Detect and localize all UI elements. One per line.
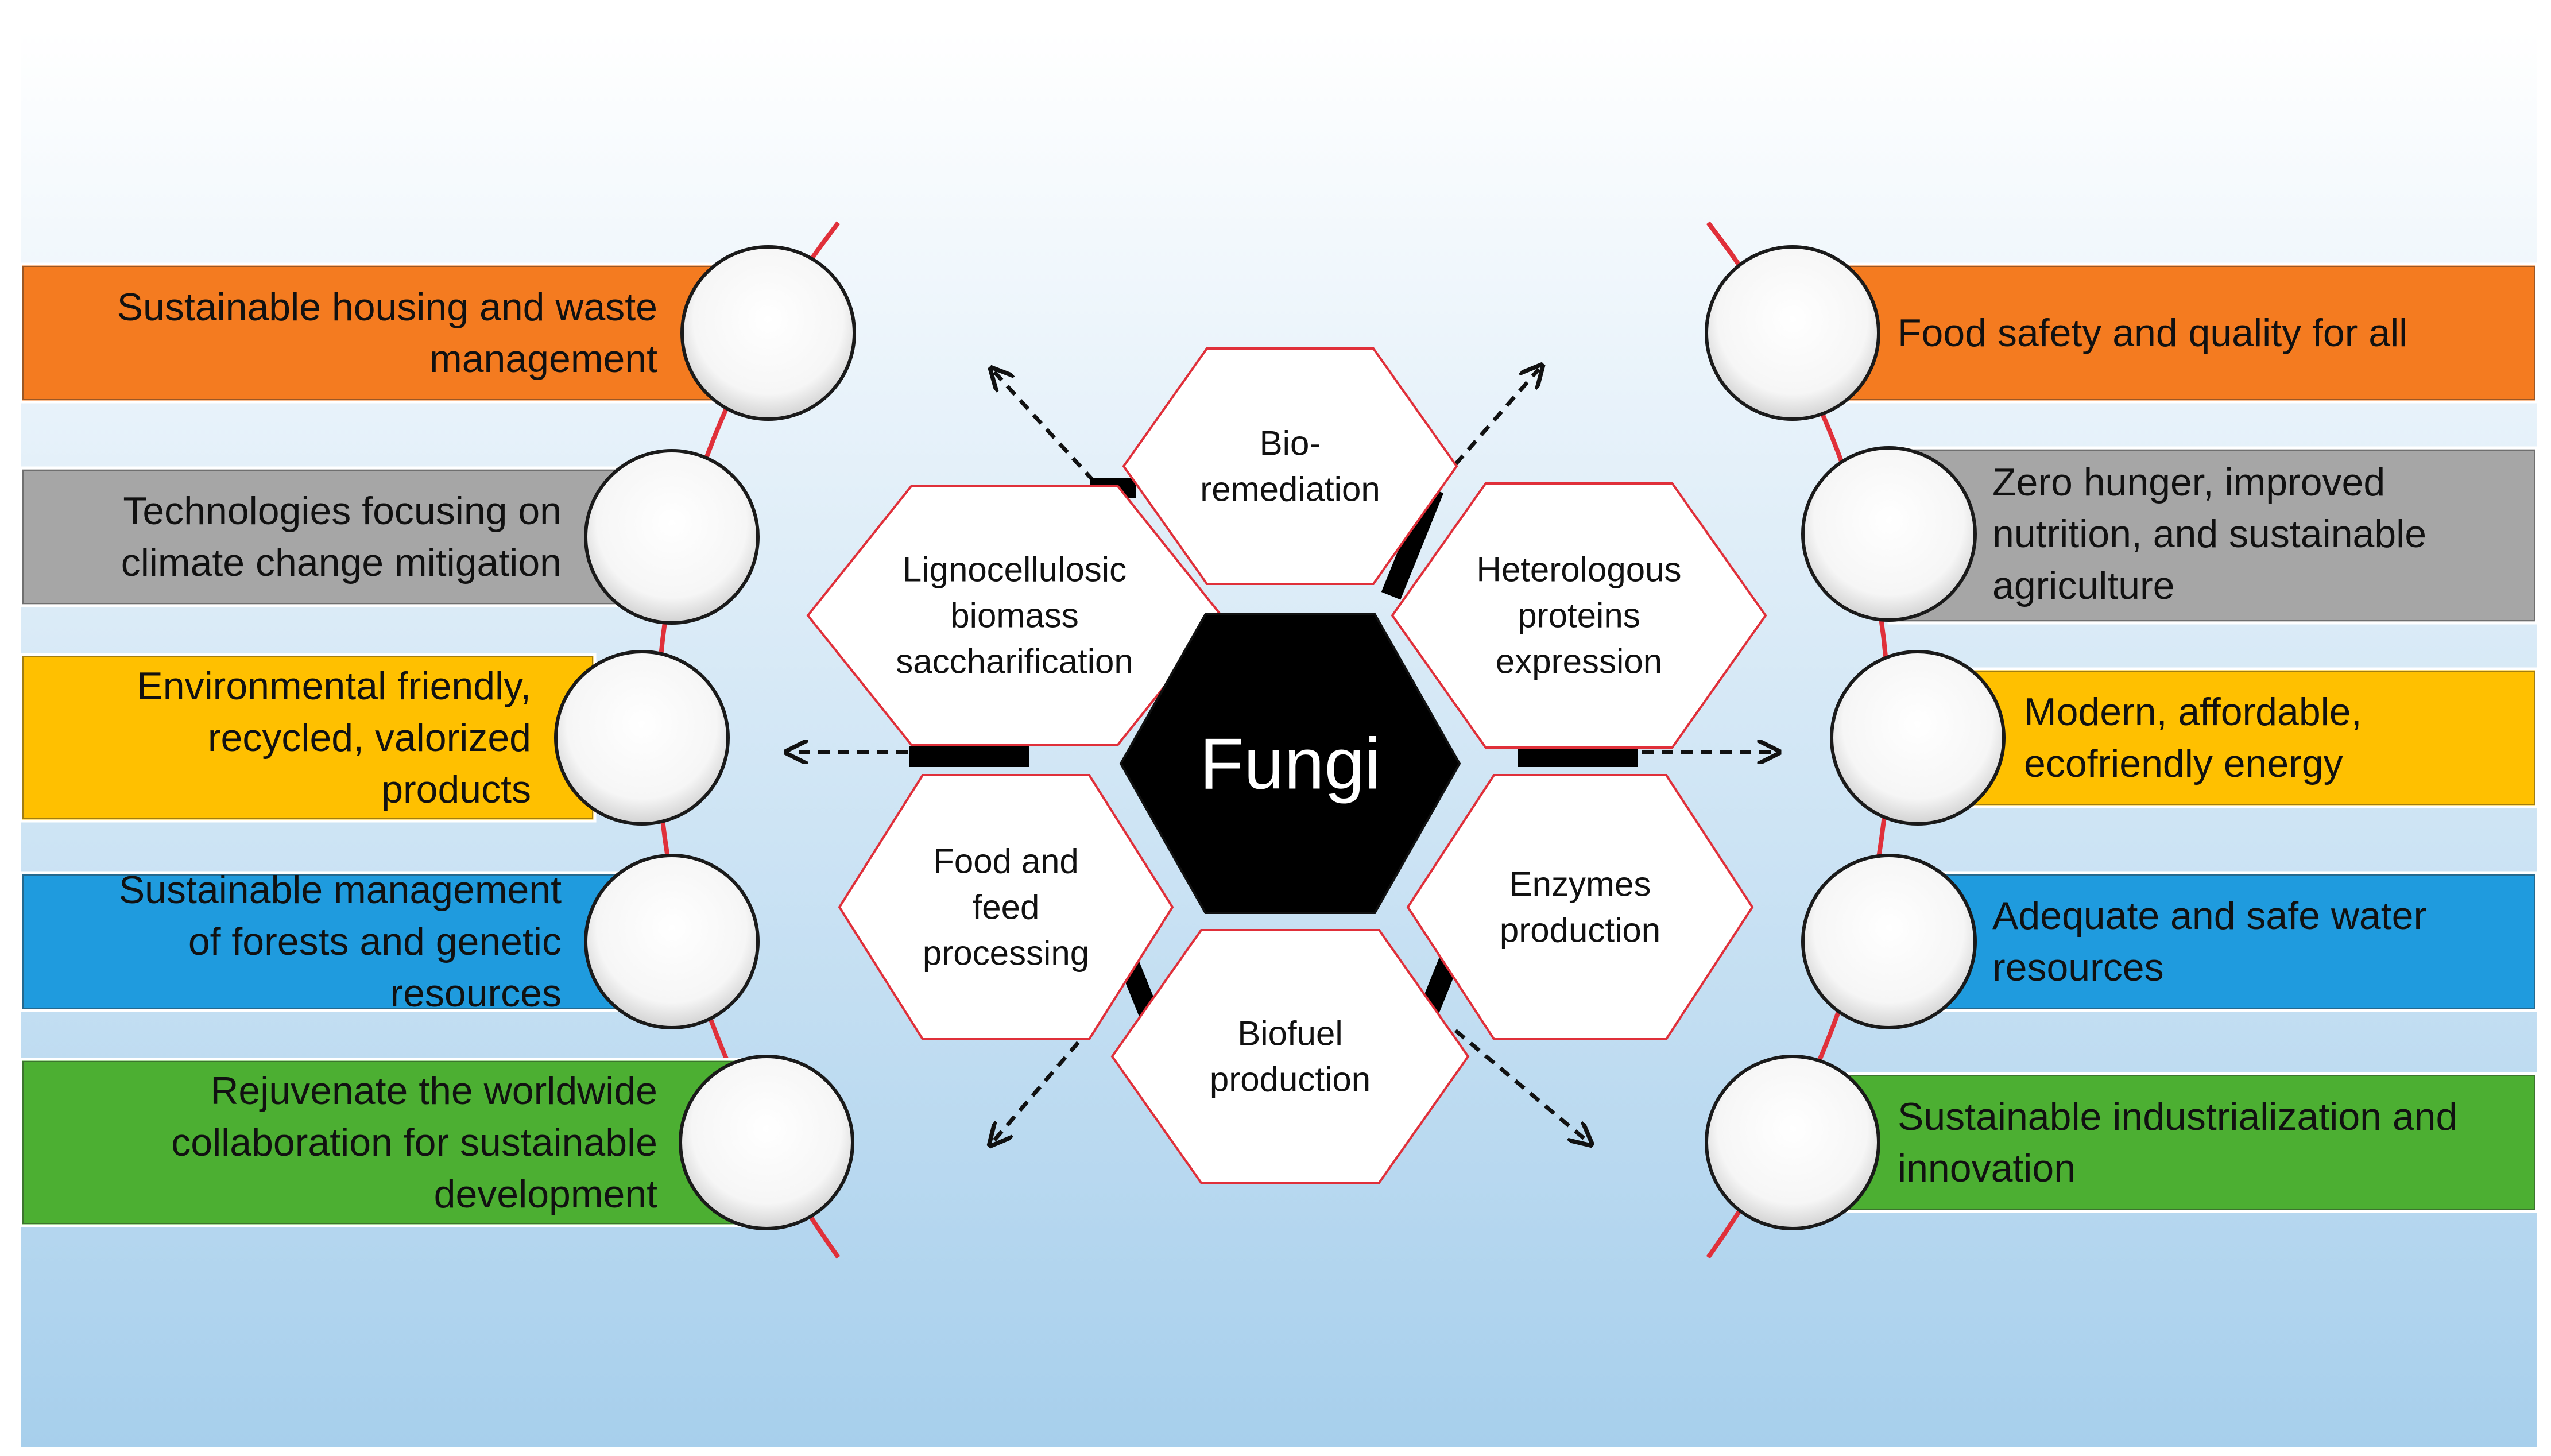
hex-connector-4 [1518, 746, 1638, 767]
right-goal-zero-hunger-bar [1887, 446, 2538, 625]
right-goal-food-safety-bar [1791, 262, 2538, 404]
left-goal-forests: Sustainable management of forests and gen… [19, 854, 760, 1029]
right-goal-zero-hunger-line-2: nutrition, and sustainable [1992, 512, 2426, 556]
right-goal-industrialization: Sustainable industrialization and innovat… [1705, 1055, 2538, 1230]
left-goal-housing-waste-line-2: management [429, 337, 657, 381]
hex-heterologous-shape [1391, 482, 1767, 749]
left-goal-forests-circle [584, 854, 760, 1029]
hex-connector-2 [1381, 485, 1444, 600]
left-goal-housing-waste-bar [19, 262, 763, 404]
right-goal-energy-bar [1968, 667, 2538, 808]
left-goal-climate: Technologies focusing on climate change m… [19, 449, 760, 625]
right-goal-food-safety-circle [1705, 245, 1880, 421]
center-hex-shape [1119, 613, 1461, 914]
left-goal-collaboration-circle [679, 1055, 854, 1230]
right-goal-water-circle [1801, 854, 1977, 1029]
left-goal-forests-line-3: resources [390, 971, 562, 1015]
left-goal-eco-products-bar [19, 653, 597, 823]
hex-heterologous: Heterologous proteins expression [1391, 482, 1767, 749]
hex-heterologous-line-2: proteins [1518, 597, 1640, 635]
hex-lignocellulosic: Lignocellulosic biomass saccharification [806, 485, 1223, 746]
hex-food-feed-line-3: processing [923, 934, 1089, 973]
left-goal-collaboration-bar [19, 1058, 766, 1227]
hex-biofuel-line-2: production [1210, 1060, 1371, 1099]
left-goal-forests-line-2: of forests and genetic [188, 920, 562, 963]
right-goal-food-safety-line-1: Food safety and quality for all [1898, 311, 2407, 355]
left-goal-climate-line-1: Technologies focusing on [123, 489, 562, 533]
right-goal-energy-circle [1830, 650, 2006, 826]
hex-enzymes-line-2: production [1500, 911, 1660, 950]
left-goal-collaboration-line-3: development [434, 1172, 657, 1216]
right-goal-water-line-1: Adequate and safe water [1992, 894, 2426, 938]
hex-lignocellulosic-line-3: saccharification [896, 642, 1133, 681]
left-goal-collaboration-line-2: collaboration for sustainable [171, 1121, 657, 1164]
right-goal-energy-line-2: ecofriendly energy [2024, 742, 2343, 785]
left-goal-climate-bar [19, 466, 674, 607]
hex-food-feed-shape [838, 774, 1174, 1040]
hex-food-feed: Food and feed processing [838, 774, 1174, 1040]
right-goal-industrialization-line-2: innovation [1898, 1147, 2076, 1190]
right-goal-zero-hunger-circle [1801, 446, 1977, 622]
center-label: Fungi [1199, 723, 1380, 804]
hex-bioremediation-shape [1122, 347, 1458, 585]
right-goal-zero-hunger: Zero hunger, improved nutrition, and sust… [1801, 446, 2538, 625]
right-goal-zero-hunger-line-3: agriculture [1992, 564, 2175, 607]
hex-biofuel-line-1: Biofuel [1237, 1014, 1342, 1053]
hex-biofuel: Biofuel production [1110, 929, 1470, 1184]
outward-arrow-5 [993, 1026, 1093, 1141]
left-goal-housing-waste-circle [680, 245, 856, 421]
hex-enzymes: Enzymes production [1406, 774, 1754, 1040]
left-goal-eco-products-line-3: products [381, 768, 531, 811]
left-goal-eco-products-line-1: Environmental friendly, [137, 664, 531, 708]
hex-food-feed-line-2: feed [973, 888, 1040, 927]
outward-arrow-1 [994, 372, 1096, 483]
hex-biofuel-shape [1110, 929, 1470, 1184]
right-goal-zero-hunger-line-1: Zero hunger, improved [1992, 460, 2385, 504]
hex-food-feed-line-1: Food and [933, 842, 1079, 881]
hex-connector-3 [909, 746, 1029, 767]
right-goal-water-bar [1887, 871, 2538, 1012]
hex-bioremediation-line-2: remediation [1200, 470, 1380, 509]
left-goal-bars: Sustainable housing and waste managementT… [19, 245, 856, 1230]
right-goal-water-line-2: resources [1992, 946, 2164, 989]
right-goal-energy-line-1: Modern, affordable, [2024, 690, 2362, 734]
hex-heterologous-line-1: Heterologous [1477, 551, 1682, 589]
left-goal-housing-waste-line-1: Sustainable housing and waste [117, 285, 657, 329]
left-goal-collaboration-line-1: Rejuvenate the worldwide [210, 1069, 657, 1113]
right-goal-industrialization-line-1: Sustainable industrialization and [1898, 1095, 2457, 1139]
hex-enzymes-shape [1406, 774, 1754, 1040]
left-goal-housing-waste: Sustainable housing and waste management [19, 245, 856, 421]
left-goal-eco-products-circle [554, 650, 730, 826]
hex-lignocellulosic-line-2: biomass [950, 597, 1078, 635]
outward-arrow-6 [1454, 1029, 1588, 1141]
left-goal-climate-line-2: climate change mitigation [121, 541, 562, 584]
left-goal-forests-line-1: Sustainable management [119, 868, 562, 912]
hex-bioremediation: Bio-remediation [1122, 347, 1458, 585]
hex-bioremediation-line-1: Bio- [1260, 424, 1321, 463]
left-goal-eco-products: Environmental friendly, recycled, valoriz… [19, 650, 730, 826]
right-goal-energy: Modern, affordable, ecofriendly energy [1830, 650, 2538, 826]
hex-heterologous-line-3: expression [1496, 642, 1662, 681]
center-hex-fungi: Fungi [1119, 613, 1461, 914]
right-goal-water: Adequate and safe water resources [1801, 854, 2538, 1029]
left-goal-collaboration: Rejuvenate the worldwide collaboration fo… [19, 1055, 854, 1230]
left-goal-eco-products-line-2: recycled, valorized [208, 716, 531, 760]
right-goal-industrialization-circle [1705, 1055, 1880, 1230]
hex-lignocellulosic-line-1: Lignocellulosic [903, 551, 1127, 589]
left-goal-climate-circle [584, 449, 760, 625]
right-goal-industrialization-bar [1791, 1072, 2538, 1213]
left-goal-forests-bar [19, 871, 665, 1012]
hex-enzymes-line-1: Enzymes [1509, 865, 1651, 904]
right-goal-food-safety: Food safety and quality for all [1705, 245, 2538, 421]
